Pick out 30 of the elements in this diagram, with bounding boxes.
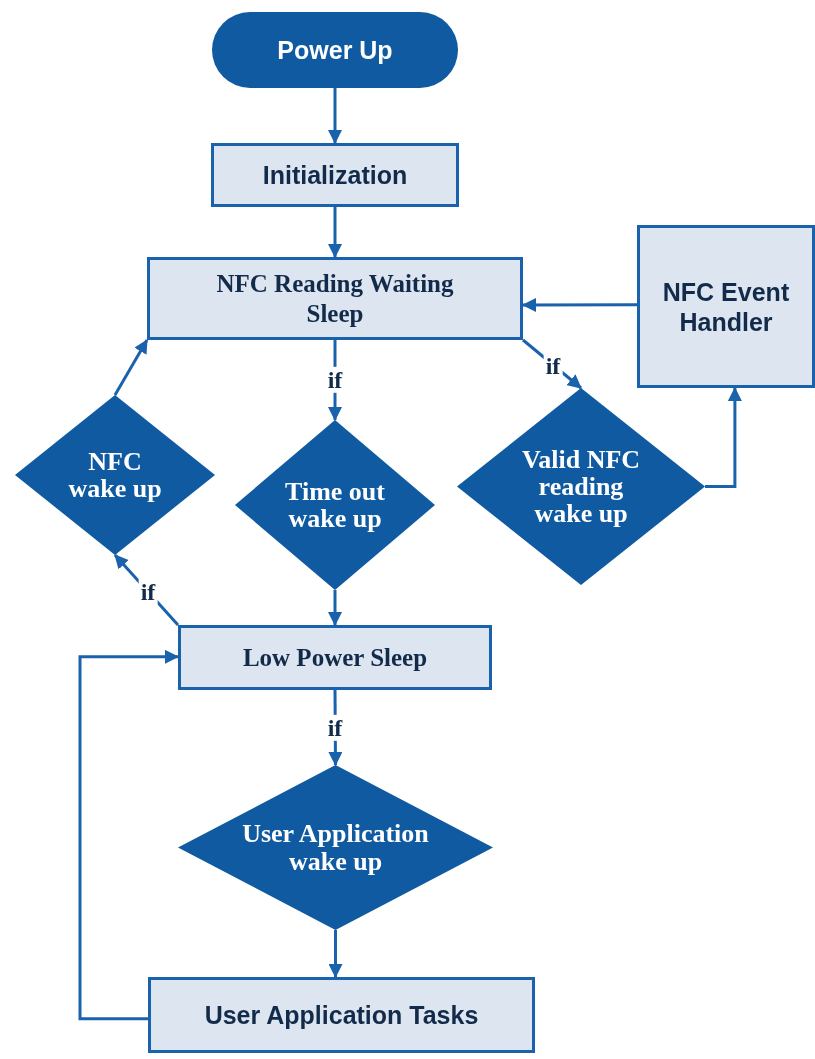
arrow <box>705 387 742 488</box>
decision-diamond <box>457 388 705 585</box>
node-label: User Application Tasks <box>204 1000 479 1030</box>
node-label: Initialization <box>262 160 408 190</box>
node-label: NFC Event Handler <box>661 276 791 337</box>
node-label: Power Up <box>277 35 393 65</box>
arrow <box>328 590 342 626</box>
arrow <box>328 930 343 978</box>
decision-diamond <box>178 765 493 930</box>
node-label: NFC wake up <box>67 447 163 503</box>
arrow <box>522 297 637 312</box>
arrow <box>328 88 342 144</box>
arrow <box>328 207 342 258</box>
process-box <box>147 257 523 340</box>
decision-diamond <box>15 395 215 555</box>
arrow <box>113 339 149 396</box>
arrow <box>78 649 179 1021</box>
edge-label: if <box>325 714 345 742</box>
edge-label: if <box>138 578 158 606</box>
node-label: Valid NFC reading wake up <box>520 445 642 528</box>
decision-diamond <box>235 420 435 590</box>
node-label: User Application wake up <box>241 820 430 875</box>
process-box <box>637 225 815 388</box>
process-box <box>178 625 492 690</box>
node-label: Low Power Sleep <box>242 642 428 673</box>
node-label: Time out wake up <box>284 477 386 533</box>
process-box <box>211 143 459 207</box>
edge-label: if <box>325 366 345 394</box>
process-box <box>148 977 535 1053</box>
node-label: NFC Reading Waiting Sleep <box>215 268 455 329</box>
